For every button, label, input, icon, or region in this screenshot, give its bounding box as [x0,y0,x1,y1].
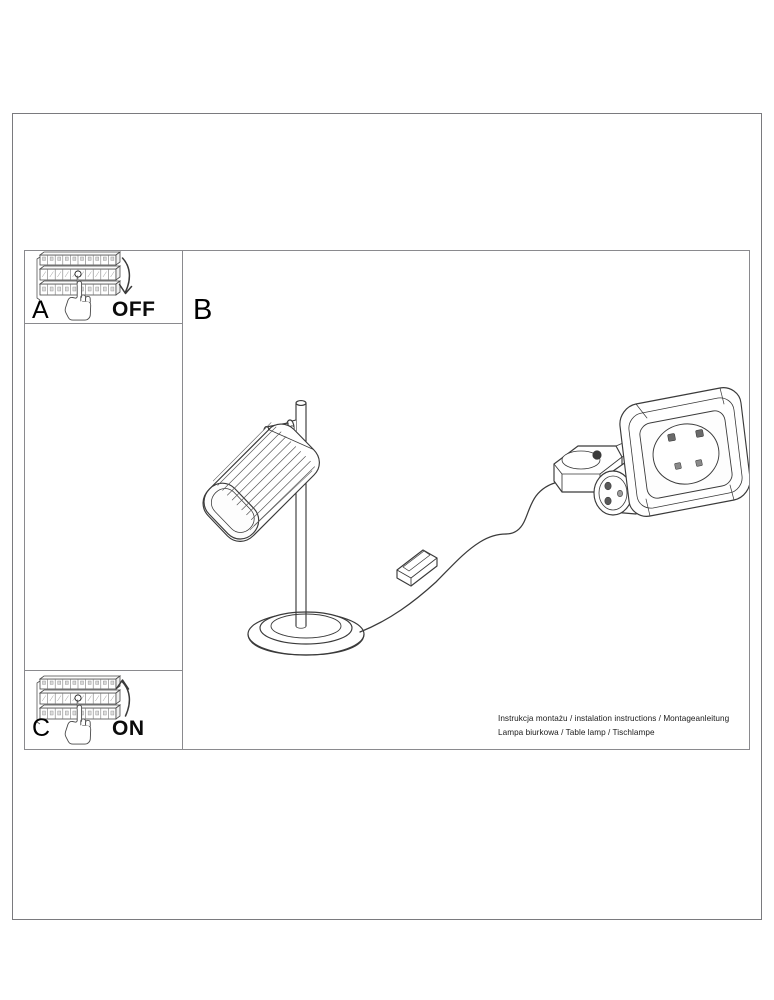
panel-c-top-rule [24,670,182,671]
panel-b-label: B [193,294,213,326]
panel-column-divider [182,250,183,750]
panel-a-bottom-rule [24,323,182,324]
panel-c-label: C [32,714,51,742]
panel-a-label: A [32,296,50,324]
panel-a-state-word: OFF [112,298,156,321]
caption-block: Instrukcja montażu / instalation instruc… [498,712,748,740]
caption-line-2: Lampa biurkowa / Table lamp / Tischlampe [498,728,655,737]
panel-c-state-word: ON [112,717,145,740]
caption-line-1: Instrukcja montażu / instalation instruc… [498,714,730,723]
instruction-inner-frame [24,250,750,750]
